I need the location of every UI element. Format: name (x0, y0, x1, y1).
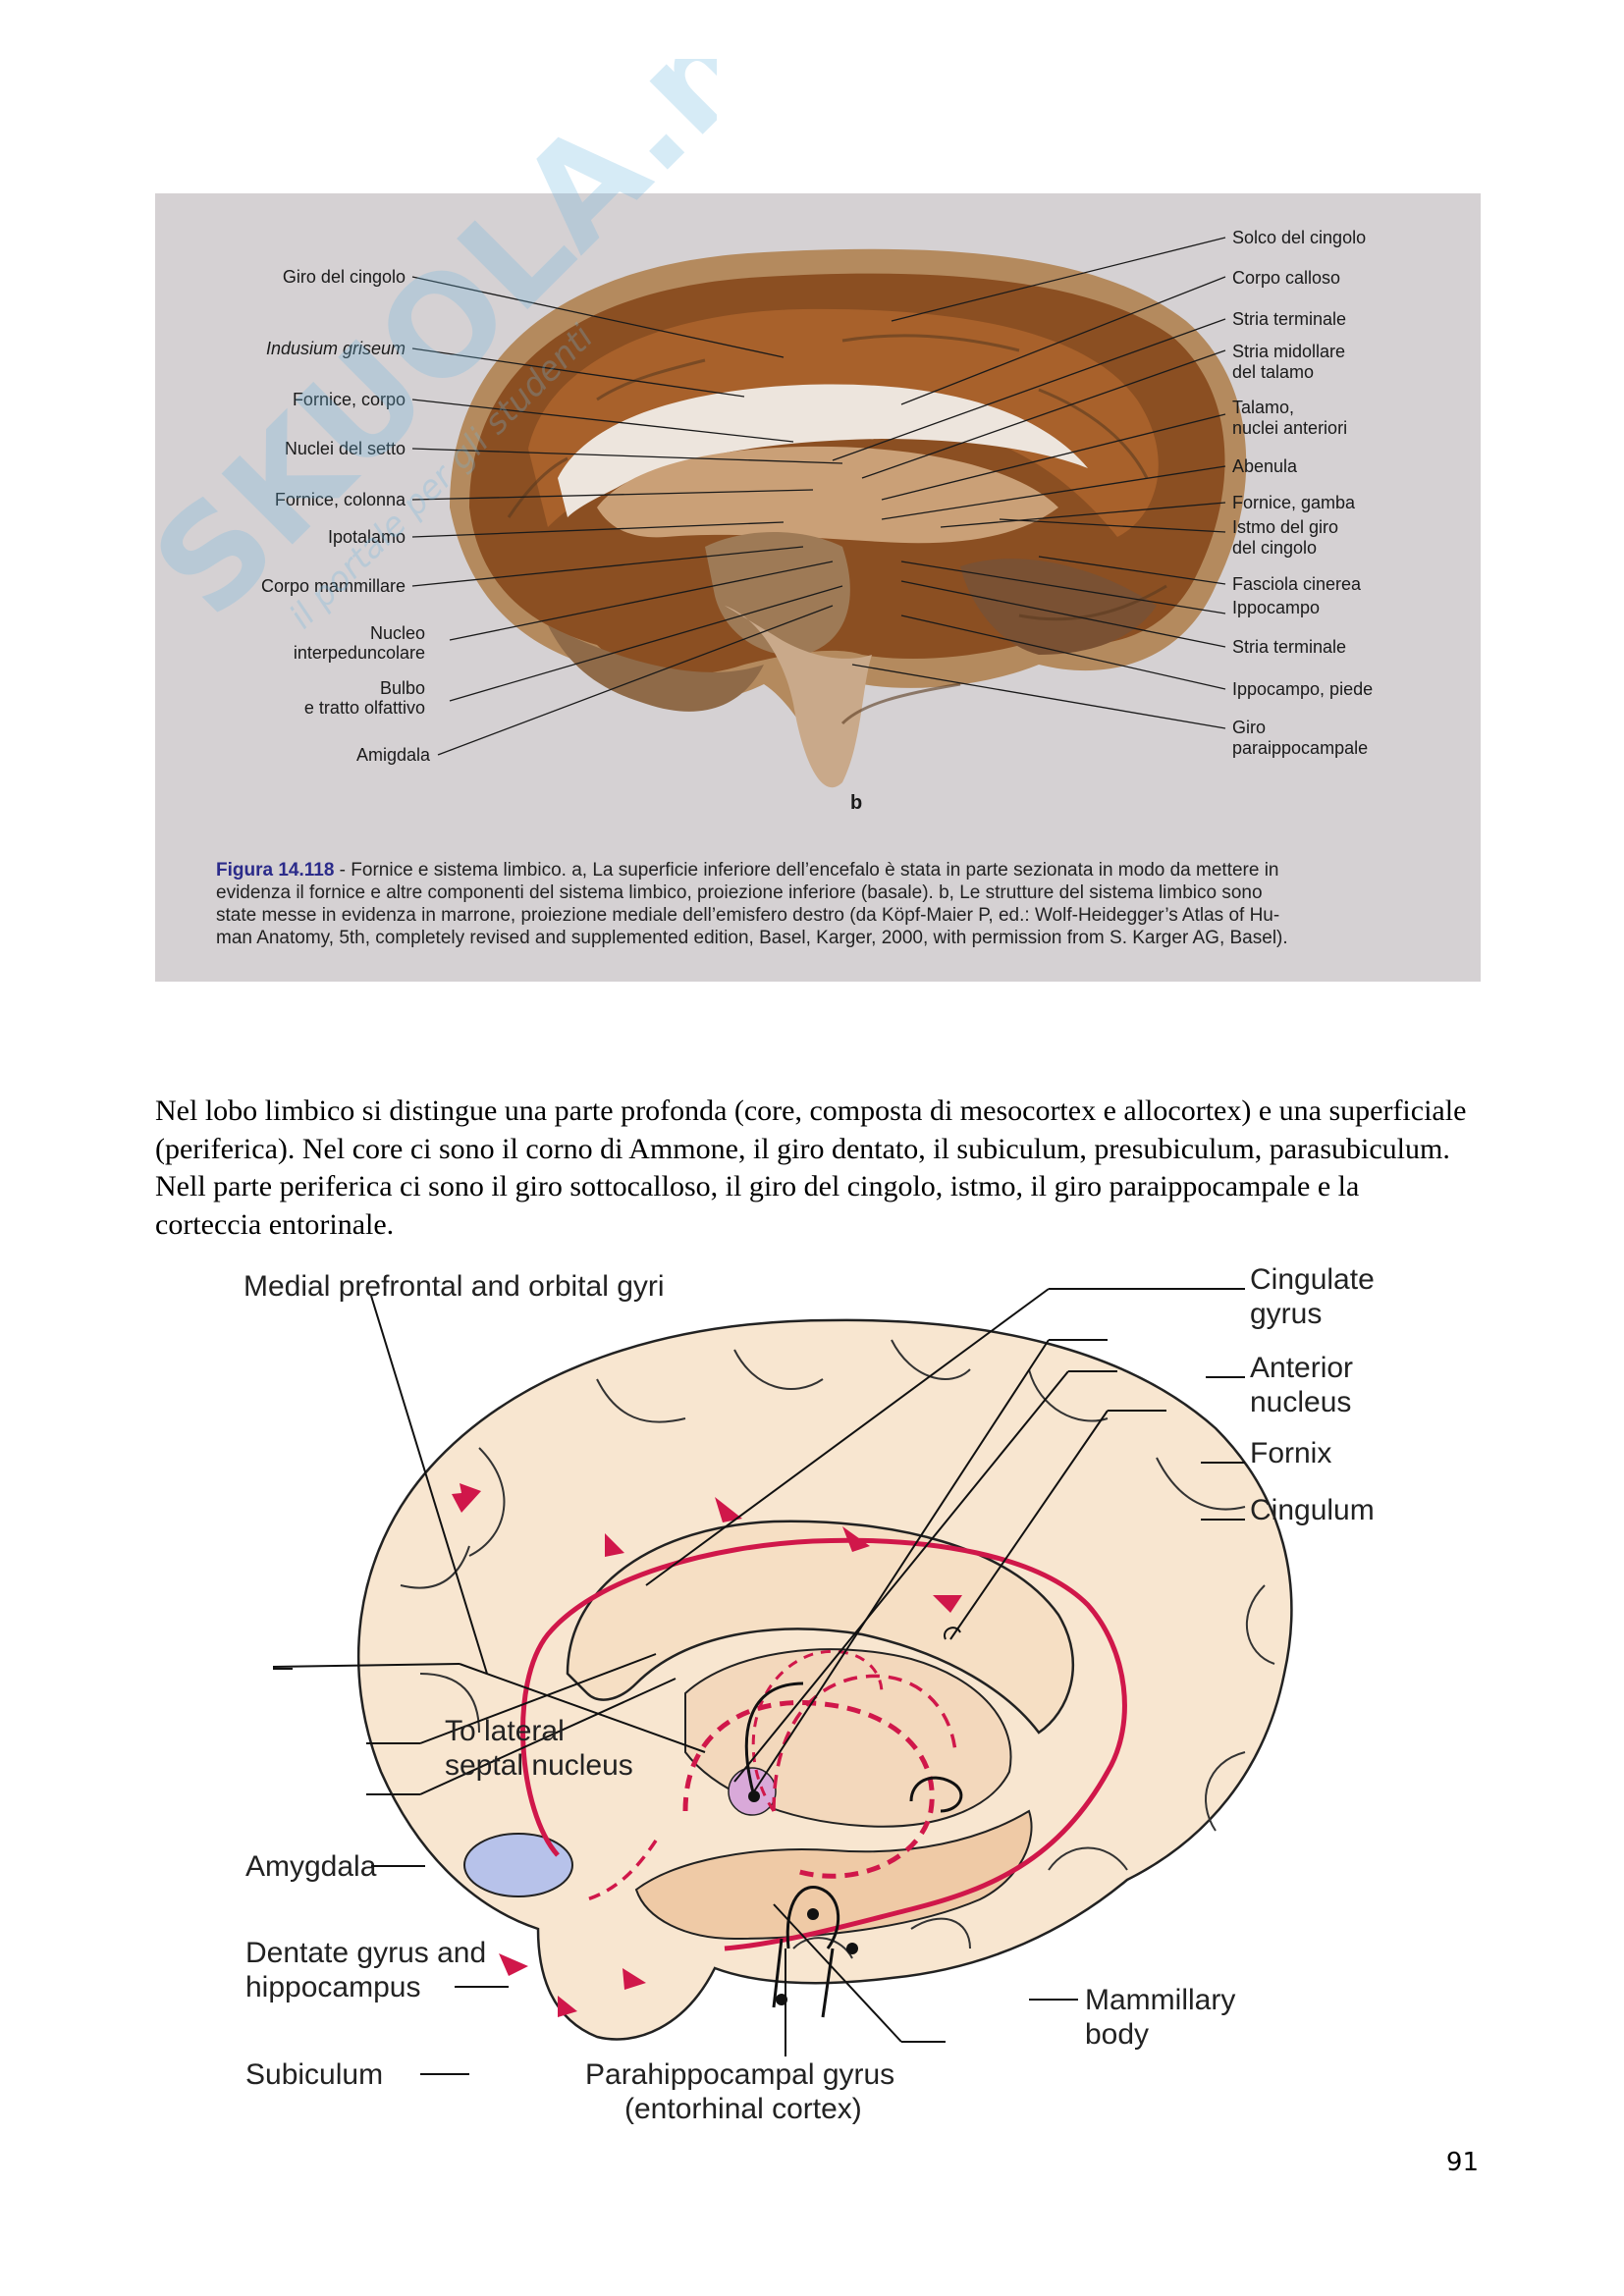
body-paragraph: Nel lobo limbico si distingue una parte … (155, 1095, 1467, 1241)
caption-line-4: man Anatomy, 5th, completely revised and… (216, 928, 1288, 948)
circuit-arrows (452, 1483, 962, 2017)
figure2-leader-lines (272, 1288, 1216, 2056)
panel-letter: b (850, 792, 862, 814)
label-cingulum: Cingulum (1250, 1494, 1375, 1526)
label-ippocampo-piede: Ippocampo, piede (1232, 679, 1373, 699)
label-interpeduncolare: interpeduncolare (294, 643, 425, 663)
label-del-cingolo: del cingolo (1232, 538, 1317, 558)
caption-line-3: state messe in evidenza in marrone, proi… (216, 905, 1279, 926)
label-abenula: Abenula (1232, 456, 1298, 476)
label-fornice-gamba: Fornice, gamba (1232, 493, 1356, 512)
label-bulbo: Bulbo (380, 678, 425, 698)
label-ippocampo: Ippocampo (1232, 598, 1320, 617)
caption-line-1: Figura 14.118 - Fornice e sistema limbic… (216, 860, 1279, 881)
label-septal-2: septal nucleus (445, 1749, 633, 1782)
label-amygdala: Amygdala (245, 1850, 377, 1883)
label-mammillary-1: Mammillary (1085, 1984, 1235, 2016)
papez-circuit-diagram: Medial prefrontal and orbital gyri Cingu… (244, 1263, 1375, 2125)
label-tratto-olfattivo: e tratto olfattivo (304, 698, 425, 718)
figure1-left-labels: Giro del cingolo Indusium griseum Fornic… (261, 267, 431, 765)
limbic-system-photo-figure: Giro del cingolo Indusium griseum Fornic… (155, 193, 1481, 982)
label-stria-terminale-1: Stria terminale (1232, 309, 1346, 329)
label-nuclei-anteriori: nuclei anteriori (1232, 418, 1347, 438)
label-dentate-1: Dentate gyrus and (245, 1937, 486, 1969)
label-istmo-giro: Istmo del giro (1232, 517, 1338, 537)
circuit-pathways (520, 1537, 1127, 1951)
figure1-right-labels: Solco del cingolo Corpo calloso Stria te… (1232, 228, 1373, 758)
label-anterior-1: Anterior (1250, 1352, 1353, 1384)
label-corpo-calloso: Corpo calloso (1232, 268, 1340, 288)
label-talamo: Talamo, (1232, 398, 1294, 417)
label-septal-1: To lateral (445, 1715, 565, 1747)
figure2-labels: Medial prefrontal and orbital gyri Cingu… (244, 1263, 1375, 2125)
black-tracts (744, 1682, 963, 2018)
label-giro-del-cingolo: Giro del cingolo (283, 267, 406, 287)
label-stria-midollare: Stria midollare (1232, 342, 1345, 361)
label-subiculum: Subiculum (245, 2058, 383, 2091)
label-cingulate-1: Cingulate (1250, 1263, 1375, 1296)
label-corpo-mammillare: Corpo mammillare (261, 576, 406, 596)
label-fornix: Fornix (1250, 1437, 1331, 1469)
label-anterior-2: nucleus (1250, 1386, 1351, 1418)
label-mammillary-2: body (1085, 2018, 1149, 2051)
label-giro: Giro (1232, 718, 1266, 737)
label-dentate-2: hippocampus (245, 1971, 420, 2003)
label-fasciola-cinerea: Fasciola cinerea (1232, 574, 1362, 594)
label-medial-prefrontal: Medial prefrontal and orbital gyri (244, 1270, 665, 1303)
label-stria-terminale-2: Stria terminale (1232, 637, 1346, 657)
caption-line-2: evidenza il fornice e altre componenti d… (216, 882, 1263, 903)
label-indusium-griseum: Indusium griseum (266, 339, 406, 358)
label-paraippocampale: paraippocampale (1232, 738, 1368, 758)
page-number: 91 (1445, 2148, 1479, 2177)
label-del-talamo: del talamo (1232, 362, 1314, 382)
figure1-caption: Figura 14.118 - Fornice e sistema limbic… (216, 860, 1288, 948)
label-parahippocampal-2: (entorhinal cortex) (624, 2093, 862, 2125)
label-cingulate-2: gyrus (1250, 1298, 1322, 1330)
label-ipotalamo: Ipotalamo (328, 527, 406, 547)
label-solco-del-cingolo: Solco del cingolo (1232, 228, 1366, 247)
label-nuclei-del-setto: Nuclei del setto (285, 439, 406, 458)
label-nucleo: Nucleo (370, 623, 425, 643)
label-amigdala: Amigdala (356, 745, 431, 765)
label-parahippocampal-1: Parahippocampal gyrus (585, 2058, 894, 2091)
label-fornice-colonna: Fornice, colonna (275, 490, 406, 509)
amygdala-shape (463, 1833, 573, 1897)
corpus-callosum (566, 1520, 1074, 1735)
label-fornice-corpo: Fornice, corpo (293, 390, 406, 409)
figure1-leader-lines (411, 237, 1226, 756)
label-ticks (371, 1288, 1245, 2075)
